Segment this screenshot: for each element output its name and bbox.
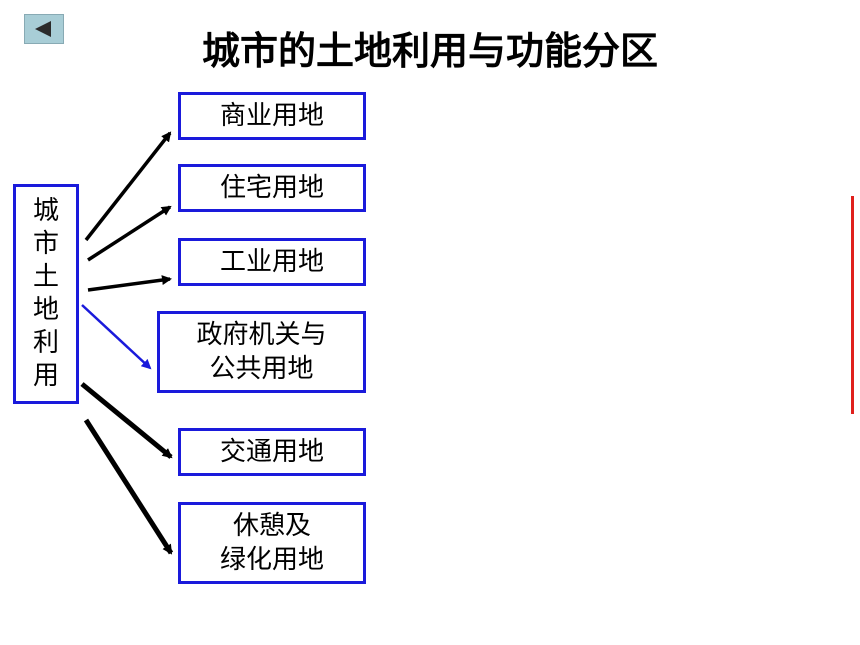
arrow-to-recreation-green <box>83 418 174 555</box>
root-node-label: 城市土地利用 <box>33 196 60 391</box>
branch-node-industrial: 工业用地 <box>178 238 366 286</box>
branch-label: 商业用地 <box>219 101 324 131</box>
arrow-to-residential <box>87 205 172 262</box>
accent-red-line <box>851 196 854 414</box>
branch-label: 交通用地 <box>219 437 324 467</box>
arrow-to-government-public <box>81 304 152 370</box>
branch-node-commercial: 商业用地 <box>178 92 366 140</box>
root-node: 城市土地利用 <box>13 184 79 404</box>
branch-node-transport: 交通用地 <box>178 428 366 476</box>
branch-node-government-public: 政府机关与 公共用地 <box>157 311 366 393</box>
arrow-to-commercial <box>84 131 172 242</box>
arrow-to-transport <box>80 382 173 459</box>
back-arrow-icon <box>35 21 51 37</box>
branch-node-recreation-green: 休憩及 绿化用地 <box>178 502 366 584</box>
back-button[interactable] <box>24 14 64 44</box>
branch-label: 工业用地 <box>219 247 324 277</box>
branch-label: 住宅用地 <box>219 173 324 203</box>
branch-label: 政府机关与 公共用地 <box>196 320 327 384</box>
branch-label: 休憩及 绿化用地 <box>219 511 324 575</box>
arrow-to-industrial <box>87 275 172 292</box>
page-title: 城市的土地利用与功能分区 <box>201 29 658 73</box>
branch-node-residential: 住宅用地 <box>178 164 366 212</box>
